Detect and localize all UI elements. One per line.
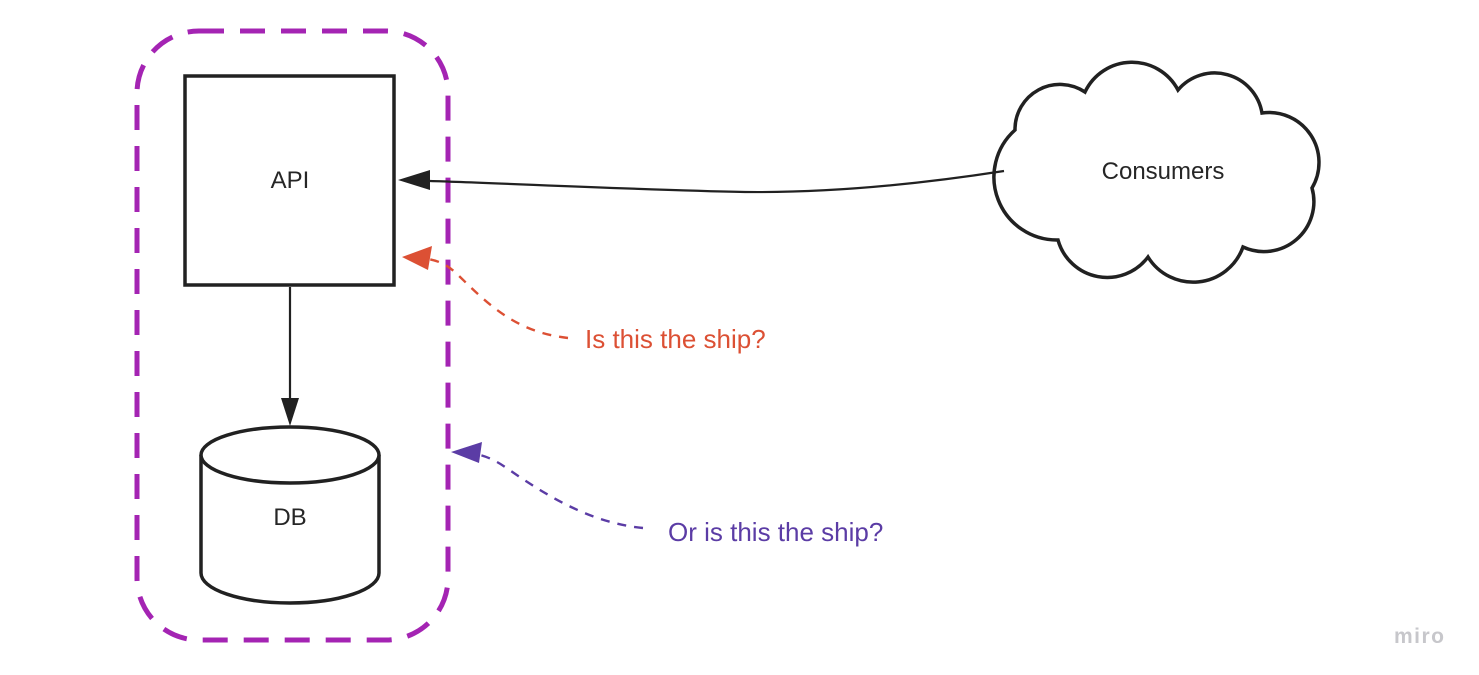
connector-api-to-db[interactable] <box>281 287 299 426</box>
purple-arrowhead-icon <box>451 442 482 463</box>
orange-arrowhead-icon <box>402 246 432 270</box>
annotation-orange[interactable]: Is this the ship? <box>402 246 766 354</box>
consumers-label: Consumers <box>1102 158 1225 185</box>
db-cylinder-body[interactable] <box>199 455 381 605</box>
arrowhead-down-icon <box>281 398 299 426</box>
arrowhead-left-icon <box>398 170 430 190</box>
api-label: API <box>271 167 310 194</box>
service-boundary-dashed-rect[interactable] <box>134 28 451 643</box>
orange-annotation-text[interactable]: Is this the ship? <box>585 324 766 354</box>
db-cylinder-top[interactable] <box>199 425 381 485</box>
purple-annotation-text[interactable]: Or is this the ship? <box>668 517 883 547</box>
db-label: DB <box>273 504 306 531</box>
api-box[interactable] <box>183 74 396 287</box>
db-node[interactable]: DB <box>199 425 381 605</box>
orange-dashed-curve <box>427 257 569 340</box>
consumers-api-line <box>429 169 1005 194</box>
api-node[interactable]: API <box>183 74 396 287</box>
connector-consumers-to-api[interactable] <box>398 169 1005 194</box>
miro-watermark: miro <box>1394 625 1446 648</box>
consumers-node[interactable]: Consumers <box>992 60 1321 284</box>
consumers-cloud[interactable] <box>992 60 1321 284</box>
purple-dashed-curve <box>467 451 644 530</box>
annotation-purple[interactable]: Or is this the ship? <box>451 442 883 547</box>
